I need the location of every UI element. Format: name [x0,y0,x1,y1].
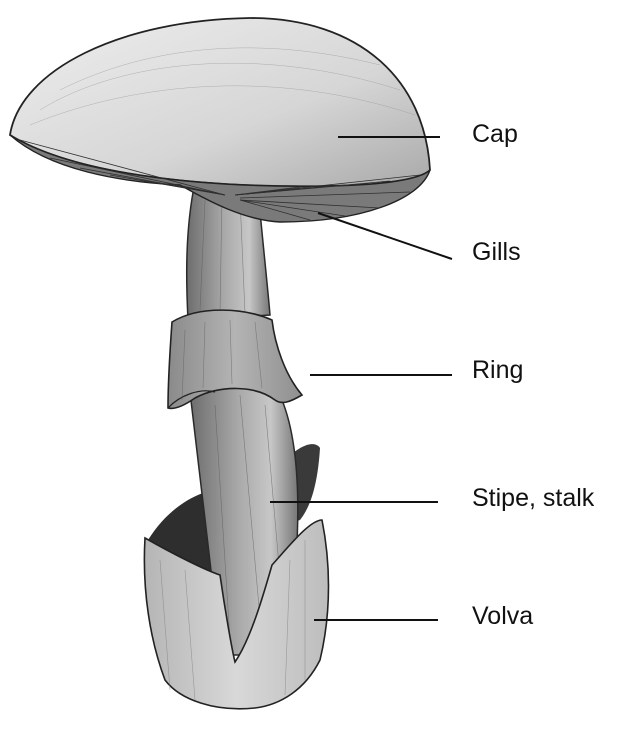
stipe-label: Stipe, stalk [472,486,594,511]
gills-label: Gills [472,240,521,265]
cap-label: Cap [472,122,518,147]
ring-label: Ring [472,358,523,383]
volva-label: Volva [472,604,533,629]
gills-leader [318,213,452,259]
